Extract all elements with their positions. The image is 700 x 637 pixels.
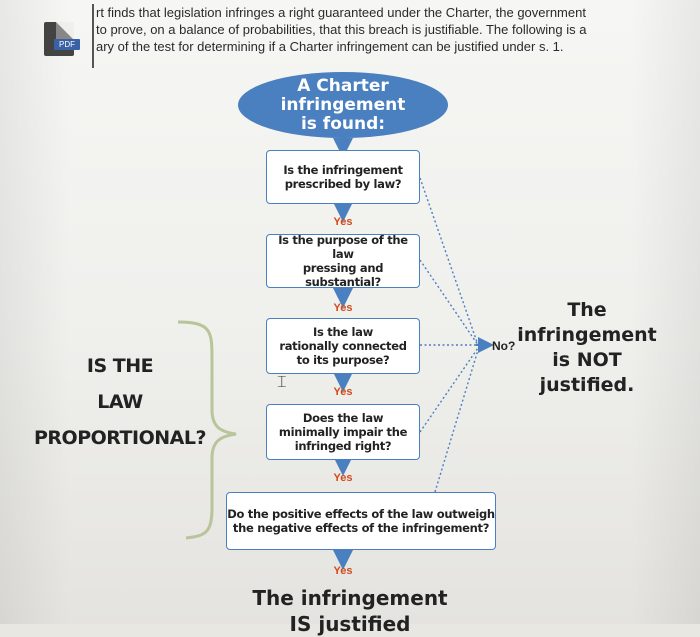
yes-label-2: Yes (333, 302, 353, 314)
step-4-line-3: infringed right? (294, 439, 392, 453)
step-pressing-substantial: Is the purpose of the law pressing and s… (266, 233, 420, 289)
proportional-line-3: PROPORTIONAL? (34, 427, 206, 449)
flowchart-connectors (177, 138, 494, 570)
text-cursor-icon: ⌶ (277, 374, 287, 391)
justified-line-1: The infringement (252, 586, 448, 610)
proportional-brace (177, 320, 237, 540)
start-node-line-1: A Charter infringement (280, 75, 406, 115)
step-prescribed-by-law: Is the infringement prescribed by law? (266, 150, 420, 204)
yes-label-3: Yes (333, 386, 353, 398)
step-4-line-2: minimally impair the (278, 425, 408, 439)
step-3-line-3: to its purpose? (296, 353, 390, 367)
not-justified-line-3: is NOT (552, 349, 622, 371)
result-justified: The infringement IS justified (230, 585, 470, 637)
start-node: A Charter infringement is found: (238, 72, 448, 138)
step-1-line-1: Is the infringement (283, 163, 403, 177)
start-node-line-2: is found: (300, 113, 386, 134)
step-3-line-1: Is the law (313, 325, 373, 339)
not-justified-line-2: infringement (517, 324, 657, 346)
step-2-line-1: Is the purpose of the law (278, 233, 408, 261)
intro-paragraph: rt finds that legislation infringes a ri… (96, 4, 696, 55)
step-3-line-2: rationally connected (279, 339, 407, 353)
yes-label-1: Yes (333, 216, 353, 228)
text-margin-bar (92, 4, 94, 68)
step-4-line-1: Does the law (302, 411, 384, 425)
step-proportional-effects: Do the positive effects of the law outwe… (226, 492, 496, 550)
not-justified-line-1: The (567, 299, 607, 321)
intro-line-1: rt finds that legislation infringes a ri… (96, 5, 586, 20)
proportional-line-1: IS THE (86, 355, 154, 377)
pdf-label: PDF (54, 39, 80, 50)
step-5-line-1: Do the positive effects of the law outwe… (227, 507, 495, 521)
justified-line-2: IS justified (289, 612, 411, 636)
step-1-line-2: prescribed by law? (284, 177, 402, 191)
proportionality-question: IS THE LAW PROPORTIONAL? (30, 348, 210, 456)
intro-line-2: to prove, on a balance of probabilities,… (96, 22, 587, 37)
no-dotted-lines (419, 177, 479, 493)
yes-label-5: Yes (333, 565, 353, 577)
step-2-line-2: pressing and substantial? (302, 261, 384, 289)
step-5-line-2: the negative effects of the infringement… (232, 521, 490, 535)
result-not-justified: The infringement is NOT justified. (512, 298, 662, 398)
yes-label-4: Yes (333, 472, 353, 484)
intro-line-3: ary of the test for determining if a Cha… (96, 39, 564, 54)
step-minimal-impairment: Does the law minimally impair the infrin… (266, 404, 420, 460)
step-rationally-connected: Is the law rationally connected to its p… (266, 318, 420, 374)
proportional-line-2: LAW (97, 391, 143, 413)
not-justified-line-4: justified. (539, 374, 635, 396)
no-label: No? (492, 339, 516, 353)
